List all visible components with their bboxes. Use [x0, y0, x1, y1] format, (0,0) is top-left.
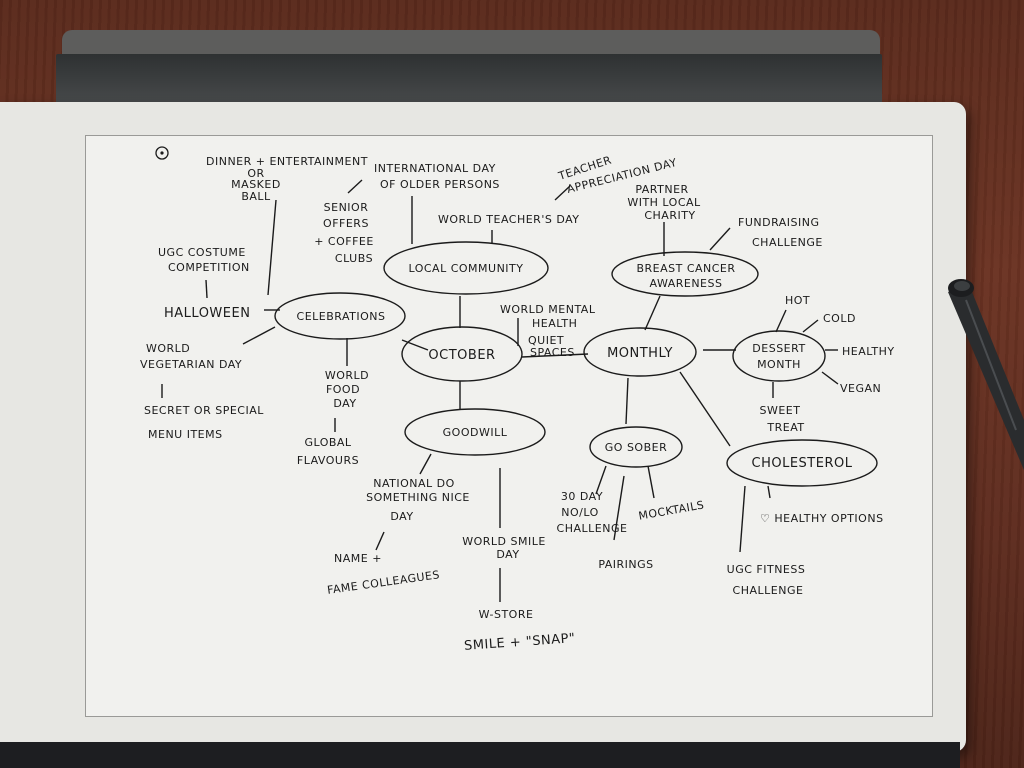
- branch-celebrations: CELEBRATIONS: [297, 310, 386, 323]
- note-senior-offers-2: OFFERS: [323, 217, 369, 230]
- note-name-fame: NAME +: [334, 552, 382, 565]
- note-world-mental: WORLD MENTAL: [500, 303, 596, 316]
- note-national-nice-day-2: SOMETHING NICE: [366, 491, 470, 504]
- note-name-fame-2: FAME COLLEAGUES: [326, 568, 440, 597]
- note-senior-offers-4: CLUBS: [335, 252, 373, 265]
- note-healthy: HEALTHY: [842, 345, 895, 358]
- note-sweet-treat: SWEET: [760, 404, 801, 417]
- note-sweet-treat-2: TREAT: [766, 421, 804, 434]
- central-node-label: OCTOBER: [428, 348, 495, 363]
- note-global-flavours: GLOBAL: [304, 436, 351, 449]
- branch-cholesterol: CHOLESTEROL: [752, 456, 853, 471]
- branch-local-community: LOCAL COMMUNITY: [408, 262, 523, 275]
- note-world-smile: WORLD SMILE: [462, 535, 546, 548]
- note-mocktails: MOCKTAILS: [638, 498, 706, 522]
- note-world-veg: WORLD: [146, 342, 190, 355]
- note-world-food-3: DAY: [333, 397, 356, 410]
- note-dinner: DINNER + ENTERTAINMENT: [206, 155, 368, 168]
- note-world-mental-2: HEALTH: [532, 317, 577, 330]
- branch-go-sober: GO SOBER: [605, 441, 667, 454]
- note-world-teachers: WORLD TEACHER'S DAY: [438, 213, 580, 226]
- menu-icon[interactable]: [156, 147, 168, 159]
- note-intl-older: INTERNATIONAL DAY: [374, 162, 496, 175]
- branch-goodwill: GOODWILL: [443, 426, 508, 439]
- note-no-lo: 30 DAY: [561, 490, 603, 503]
- note-fundraising: FUNDRAISING: [738, 216, 820, 229]
- note-smile-snap: SMILE + "SNAP": [464, 631, 576, 654]
- note-national-nice-day-3: DAY: [390, 510, 413, 523]
- note-dinner-ball: BALL: [241, 190, 271, 203]
- branch-dessert-line2: MONTH: [757, 358, 801, 371]
- note-healthy-options: ♡ HEALTHY OPTIONS: [760, 512, 884, 525]
- note-intl-older-2: OF OLDER PERSONS: [380, 178, 500, 191]
- note-vegan: VEGAN: [840, 382, 881, 395]
- note-secret-menu-2: MENU ITEMS: [148, 428, 223, 441]
- note-pairings: PAIRINGS: [598, 558, 653, 571]
- branch-breast-cancer-line1: BREAST CANCER: [636, 262, 735, 275]
- note-partner-3: CHARITY: [644, 209, 695, 222]
- note-ugc-costume-2: COMPETITION: [168, 261, 250, 274]
- note-partner: PARTNER: [635, 183, 688, 196]
- note-cold: COLD: [823, 312, 856, 325]
- note-halloween: HALLOWEEN: [164, 306, 250, 321]
- branch-breast-cancer-line2: AWARENESS: [650, 277, 723, 290]
- note-global-flavours-2: FLAVOURS: [297, 454, 359, 467]
- note-w-store: W-STORE: [479, 608, 534, 621]
- note-no-lo-3: CHALLENGE: [557, 522, 628, 535]
- note-senior-offers-3: + COFFEE: [314, 235, 374, 248]
- note-partner-2: WITH LOCAL: [627, 196, 701, 209]
- note-world-food-2: FOOD: [326, 383, 360, 396]
- note-quiet-spaces-2: SPACES: [530, 346, 575, 359]
- note-secret-menu: SECRET OR SPECIAL: [144, 404, 264, 417]
- note-senior-offers: SENIOR: [324, 201, 369, 214]
- note-world-smile-2: DAY: [496, 548, 519, 561]
- note-world-food: WORLD: [325, 369, 369, 382]
- note-hot: HOT: [785, 294, 810, 307]
- branch-monthly: MONTHLY: [607, 346, 673, 361]
- note-ugc-fitness: UGC FITNESS: [727, 563, 806, 576]
- note-ugc-costume: UGC COSTUME: [158, 246, 246, 259]
- note-no-lo-2: NO/LO: [561, 506, 599, 519]
- note-ugc-fitness-2: CHALLENGE: [733, 584, 804, 597]
- note-fundraising-2: CHALLENGE: [752, 236, 823, 249]
- note-national-nice-day: NATIONAL DO: [373, 477, 455, 490]
- note-world-veg-2: VEGETARIAN DAY: [140, 358, 242, 371]
- branch-dessert-line1: DESSERT: [752, 342, 805, 355]
